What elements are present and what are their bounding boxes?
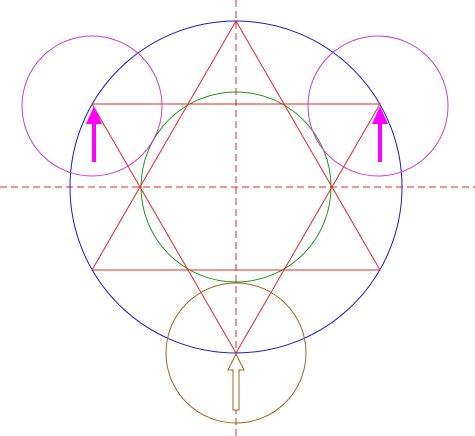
inner-circle — [140, 91, 332, 283]
downward-triangle — [91, 103, 381, 354]
left-magenta-arrow — [86, 106, 102, 162]
hollow-bottom-arrow — [227, 352, 245, 411]
left-side-circle — [21, 35, 163, 177]
upward-triangle — [91, 20, 381, 271]
bottom-circle — [165, 282, 307, 424]
right-magenta-arrow — [372, 106, 388, 162]
right-side-circle — [307, 35, 449, 177]
